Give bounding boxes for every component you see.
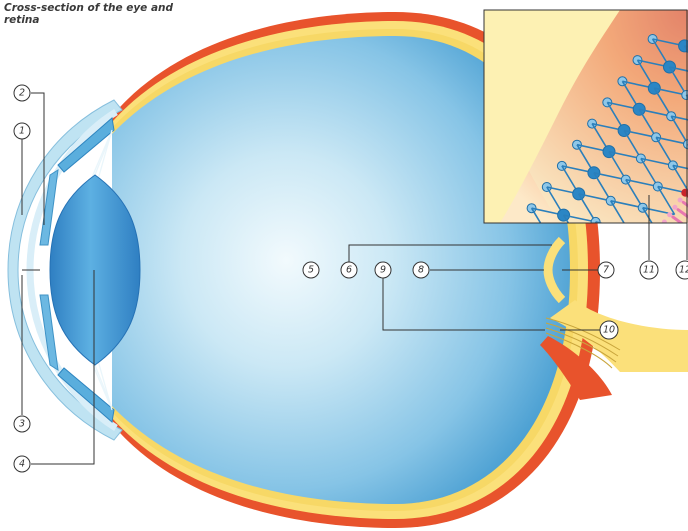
callout-1: 1	[14, 123, 30, 139]
rod-nucleus	[625, 271, 630, 276]
svg-text:12: 12	[679, 265, 688, 276]
callout-4: 4	[14, 456, 30, 472]
rod-nucleus	[610, 293, 615, 298]
callout-3: 3	[14, 416, 30, 432]
neuron-link	[612, 250, 644, 257]
svg-text:1: 1	[19, 126, 25, 137]
neuron-cell	[623, 224, 632, 233]
svg-text:9: 9	[380, 265, 386, 276]
svg-text:6: 6	[346, 265, 352, 276]
pigment-cell	[627, 371, 638, 382]
rod-nucleus	[641, 249, 646, 254]
rod-nucleus	[678, 198, 683, 203]
pigment-cell	[678, 299, 688, 310]
callout-8: 8	[413, 262, 429, 278]
cone-cell	[657, 239, 688, 261]
rod-nucleus	[604, 300, 609, 305]
callout-10: 10	[600, 321, 618, 339]
rod-nucleus	[667, 212, 672, 217]
rod-nucleus	[615, 285, 620, 290]
rod-nucleus	[631, 263, 636, 268]
callout-6: 6	[341, 262, 357, 278]
neuron-link	[628, 229, 645, 257]
callout-11: 11	[640, 261, 658, 279]
rod-nucleus	[636, 256, 641, 261]
cone-nucleus	[650, 233, 658, 241]
neuron-link	[612, 250, 629, 278]
rod-cell	[668, 224, 688, 253]
svg-text:7: 7	[603, 265, 609, 276]
rod-cell	[631, 276, 672, 305]
rod-nucleus	[599, 307, 604, 312]
svg-text:2: 2	[19, 88, 25, 99]
svg-text:3: 3	[19, 419, 25, 430]
neuron-cell	[608, 246, 617, 255]
callout-12: 12	[676, 261, 688, 279]
callout-5: 5	[303, 262, 319, 278]
callout-7: 7	[598, 262, 614, 278]
rod-cell	[621, 290, 662, 319]
svg-text:5: 5	[308, 265, 314, 276]
rod-nucleus	[657, 227, 662, 232]
svg-text:11: 11	[643, 265, 655, 276]
pigment-cell	[666, 317, 677, 328]
cone-nucleus	[619, 277, 627, 285]
neuron-link	[628, 229, 660, 236]
pigment-cell	[672, 308, 683, 319]
svg-text:10: 10	[603, 325, 615, 336]
callout-2: 2	[14, 85, 30, 101]
rod-nucleus	[672, 205, 677, 210]
callout-9: 9	[375, 262, 391, 278]
svg-text:8: 8	[418, 265, 424, 276]
rod-cell	[662, 232, 688, 261]
rod-nucleus	[662, 220, 667, 225]
svg-text:4: 4	[19, 459, 25, 470]
cone-cell	[626, 283, 657, 305]
